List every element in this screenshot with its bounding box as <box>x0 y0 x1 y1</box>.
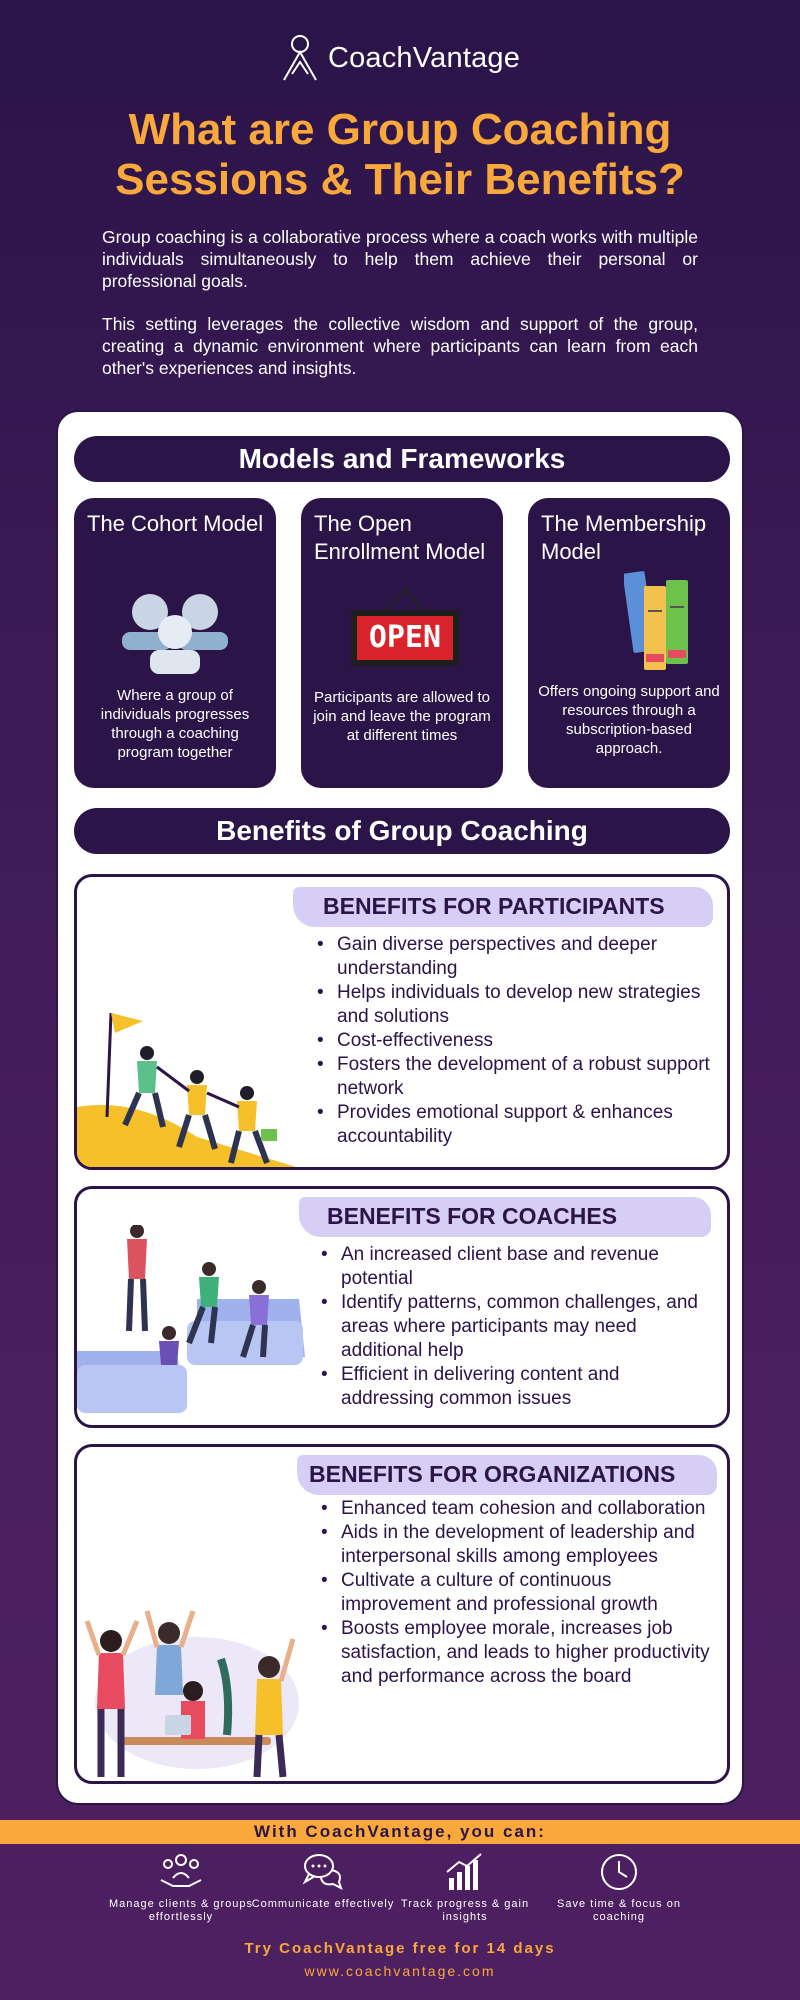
benefits-participants-box: BENEFITS FOR PARTICIPANTS Gain diverse p… <box>74 874 730 1170</box>
website-link[interactable]: www.coachvantage.com <box>304 1963 496 1979</box>
chat-icon <box>302 1854 343 1890</box>
model-title: The Open Enrollment Model <box>314 511 486 564</box>
membership-cards-icon <box>624 571 688 670</box>
people-icon <box>160 1854 202 1887</box>
open-sign-icon <box>351 588 459 666</box>
list-item: Cultivate a culture of continuous improv… <box>319 1569 719 1617</box>
feature-label: Track progress & gain insights <box>400 1898 530 1923</box>
organizations-list: Enhanced team cohesion and collaboration… <box>319 1497 719 1689</box>
feature-manage-clients: Manage clients & groups effortlessly <box>106 1852 256 1924</box>
models-heading: Models and Frameworks <box>74 436 730 482</box>
feature-label: Manage clients & groups effortlessly <box>108 1898 254 1923</box>
list-item: Fosters the development of a robust supp… <box>315 1053 715 1101</box>
coaches-list: An increased client base and revenue pot… <box>319 1243 715 1411</box>
list-item: Boosts employee morale, increases job sa… <box>319 1617 719 1689</box>
benefits-heading: Benefits of Group Coaching <box>74 808 730 854</box>
organizations-heading: BENEFITS FOR ORGANIZATIONS <box>309 1461 676 1487</box>
content-card: Models and Frameworks The Cohort Model W… <box>56 410 744 1805</box>
coaches-heading: BENEFITS FOR COACHES <box>327 1203 618 1229</box>
list-item: Efficient in delivering content and addr… <box>319 1363 715 1411</box>
list-item: Aids in the development of leadership an… <box>319 1521 719 1569</box>
coaching-session-illustration <box>77 1225 305 1413</box>
brand-logo: CoachVantage <box>0 34 800 82</box>
list-item: Identify patterns, common challenges, an… <box>319 1291 715 1363</box>
celebrating-team-illustration <box>84 1610 299 1778</box>
open-sign-text: OPEN <box>368 620 442 655</box>
model-description: Offers ongoing support and resources thr… <box>538 683 720 757</box>
benefits-organizations-box: BENEFITS FOR ORGANIZATIONS Enhanced team… <box>74 1444 730 1784</box>
heading-highlight <box>297 1455 717 1495</box>
list-item: Cost-effectiveness <box>315 1029 715 1053</box>
chart-icon <box>446 1853 482 1890</box>
feature-save-time: Save time & focus on coaching <box>544 1852 694 1924</box>
group-people-icon <box>122 594 228 674</box>
clock-icon <box>601 1854 637 1890</box>
feature-communicate: Communicate effectively <box>248 1852 398 1911</box>
model-title: The Membership Model <box>541 511 707 564</box>
footer-banner: With CoachVantage, you can: <box>0 1820 800 1844</box>
feature-track-progress: Track progress & gain insights <box>390 1852 540 1924</box>
intro-paragraph-2: This setting leverages the collective wi… <box>102 314 698 378</box>
brand-name: CoachVantage <box>327 41 521 74</box>
heading-highlight <box>299 1197 711 1237</box>
list-item: Provides emotional support & enhances ac… <box>315 1101 715 1149</box>
intro-paragraph-1: Group coaching is a collaborative proces… <box>102 227 698 291</box>
feature-label: Save time & focus on coaching <box>557 1898 681 1923</box>
participants-heading: BENEFITS FOR PARTICIPANTS <box>323 893 665 919</box>
model-card-cohort: The Cohort Model Where a group of indivi… <box>74 498 276 788</box>
list-item: An increased client base and revenue pot… <box>319 1243 715 1291</box>
list-item: Gain diverse perspectives and deeper und… <box>315 933 715 981</box>
coachvantage-logo-icon <box>283 35 317 81</box>
list-item: Helps individuals to develop new strateg… <box>315 981 715 1029</box>
model-card-open-enrollment: The Open Enrollment Model OPEN Participa… <box>301 498 503 788</box>
list-item: Enhanced team cohesion and collaboration <box>319 1497 719 1521</box>
feature-label: Communicate effectively <box>251 1898 395 1910</box>
participants-list: Gain diverse perspectives and deeper und… <box>315 933 715 1149</box>
model-description: Participants are allowed to join and lea… <box>313 689 491 744</box>
model-description: Where a group of individuals progresses … <box>100 687 250 761</box>
climbing-team-illustration <box>77 1012 297 1167</box>
page-title: What are Group Coaching Sessions & Their… <box>115 105 685 204</box>
cta-text: Try CoachVantage free for 14 days <box>244 1940 556 1957</box>
benefits-coaches-box: BENEFITS FOR COACHES An increased client… <box>74 1186 730 1428</box>
model-title: The Cohort Model <box>87 511 264 536</box>
heading-highlight <box>293 887 713 927</box>
model-card-membership: The Membership Model Offers ongoing supp… <box>528 498 730 788</box>
